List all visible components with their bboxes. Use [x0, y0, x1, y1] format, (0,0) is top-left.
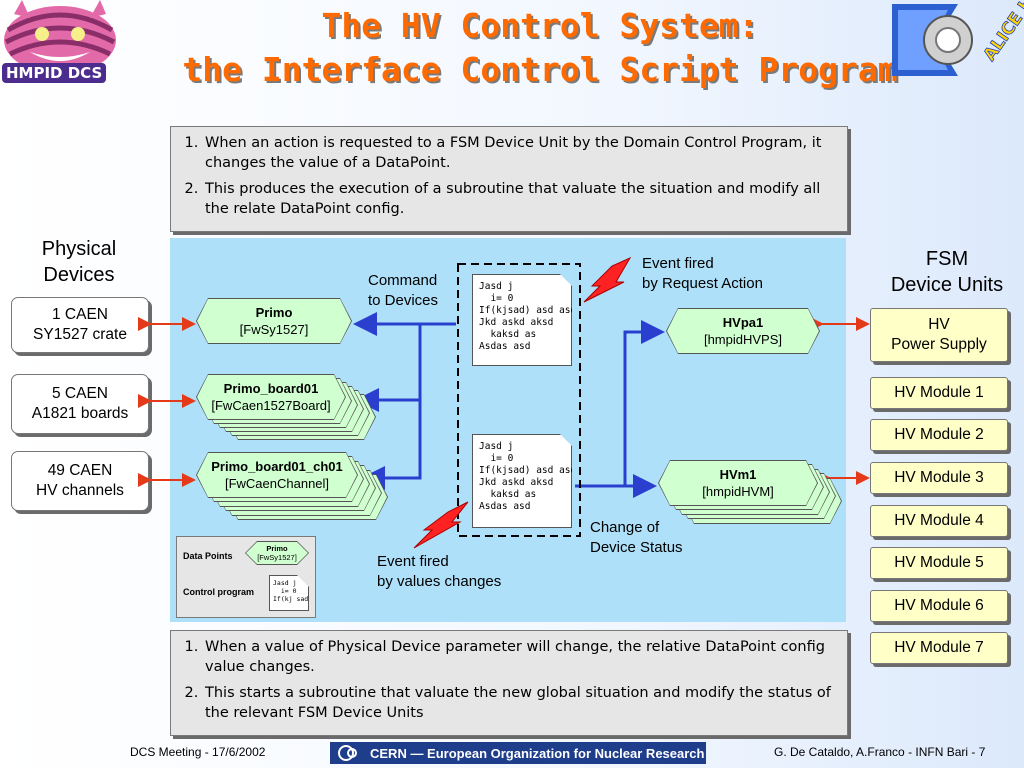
- script-dashed-box: [457, 263, 581, 537]
- datapoint-channel: Primo_board01_ch01[FwCaenChannel]: [196, 452, 392, 522]
- cern-banner-text: CERN — European Organization for Nuclear…: [370, 745, 705, 761]
- hv-module-7: HV Module 7: [870, 632, 1008, 664]
- bottom-note-2: This starts a subroutine that valuate th…: [203, 683, 839, 723]
- alice-hmpid-logo: ALICE HMPID: [892, 0, 1024, 76]
- lightning-icon: [413, 501, 469, 549]
- cern-logo-icon: [338, 745, 357, 761]
- footer-left: DCS Meeting - 17/6/2002: [130, 745, 266, 759]
- datapoint-board: Primo_board01[FwCaen1527Board]: [196, 374, 388, 440]
- bottom-notes-box: When a value of Physical Device paramete…: [170, 630, 848, 736]
- physical-devices-heading: Physical Devices: [41, 238, 117, 286]
- datapoint-primo: Primo[FwSy1527]: [196, 298, 352, 344]
- hv-module-1: HV Module 1: [870, 377, 1008, 409]
- fsm-unit-hvm1: HVm1[hmpidHVM]: [658, 460, 844, 524]
- logo-left-label: HMPID DCS: [2, 63, 107, 83]
- control-script-document-bottom: Jasd j i= 0 If(kjsad) asd asda Jkd askd …: [472, 434, 572, 528]
- bottom-note-1: When a value of Physical Device paramete…: [203, 637, 839, 677]
- legend-datapoint-symbol: Primo[FwSy1527]: [245, 541, 309, 565]
- legend-datapoints-label: Data Points: [183, 551, 233, 561]
- cheshire-cat-logo: [4, 0, 116, 74]
- cern-banner: CERN — European Organization for Nuclear…: [330, 742, 706, 764]
- hv-module-5: HV Module 5: [870, 547, 1008, 579]
- legend-script-symbol: Jasd j i= 0 If(kj sad: [269, 575, 309, 611]
- top-note-2: This produces the execution of a subrout…: [203, 179, 839, 219]
- legend-control-label: Control program: [183, 587, 254, 597]
- fsm-device-units-heading: FSM Device Units: [890, 248, 1004, 296]
- top-note-1: When an action is requested to a FSM Dev…: [203, 133, 839, 173]
- blue-command-arrows: [353, 312, 665, 498]
- hv-module-4: HV Module 4: [870, 505, 1008, 537]
- legend-box: Data Points Primo[FwSy1527] Control prog…: [176, 536, 316, 618]
- red-link-arrows: [138, 317, 870, 487]
- title-line-1: The HV Control System:: [321, 6, 759, 45]
- top-notes-box: When an action is requested to a FSM Dev…: [170, 126, 848, 232]
- control-script-document-top: Jasd j i= 0 If(kjsad) asd asda Jkd askd …: [472, 274, 572, 366]
- title-line-2: the Interface Control Script Program: [182, 50, 898, 89]
- hv-module-2: HV Module 2: [870, 419, 1008, 451]
- lightning-icon: [583, 256, 632, 303]
- fsm-unit-hvpa1: HVpa1[hmpidHVPS]: [666, 308, 820, 354]
- footer-right: G. De Cataldo, A.Franco - INFN Bari - 7: [774, 745, 986, 759]
- hv-module-3: HV Module 3: [870, 462, 1008, 494]
- hv-module-6: HV Module 6: [870, 590, 1008, 622]
